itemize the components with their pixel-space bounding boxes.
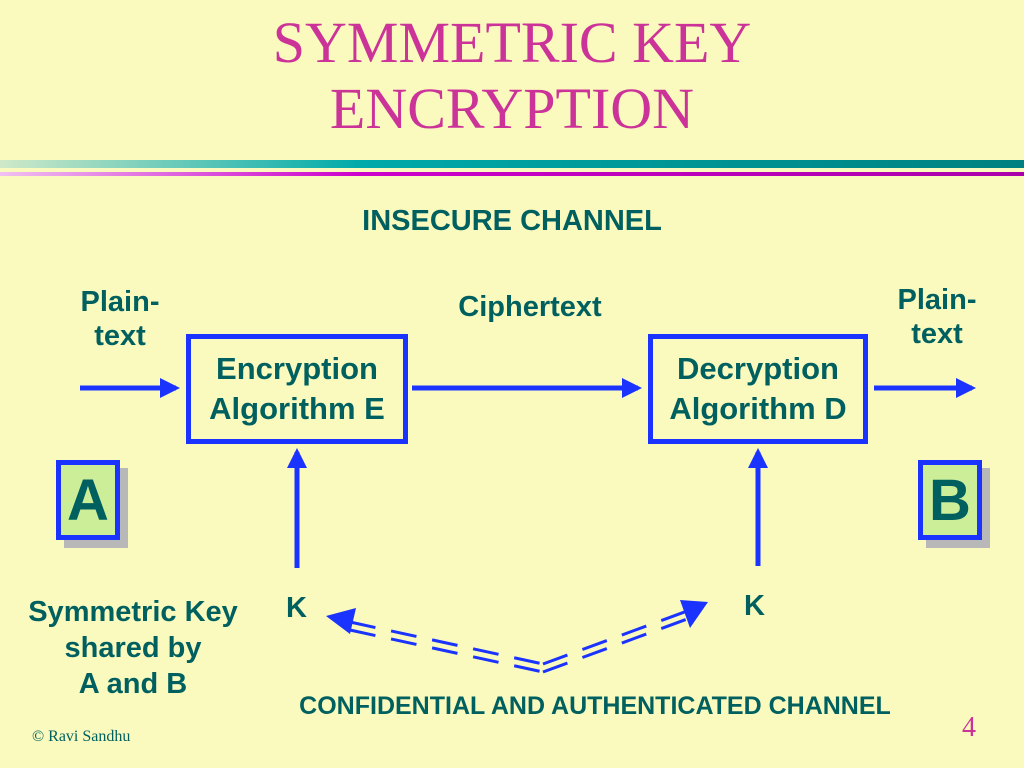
secure-channel-arrows (349, 608, 691, 674)
key-left-label: K (286, 592, 307, 624)
title-line-2: ENCRYPTION (329, 76, 695, 141)
shared-key-note-line-1: Symmetric Key (28, 596, 238, 628)
decryption-box-line-2: Algorithm D (669, 391, 847, 426)
encryption-box-line-2: Algorithm E (209, 391, 385, 426)
insecure-channel-label: INSECURE CHANNEL (362, 205, 662, 237)
slide-title: SYMMETRIC KEY ENCRYPTION (0, 10, 1024, 142)
shared-key-note-line-2: shared by (64, 632, 202, 664)
party-b-box: B (918, 460, 982, 540)
shared-key-note: Symmetric Key shared by A and B (0, 594, 266, 702)
party-a-box: A (56, 460, 120, 540)
shared-key-note-line-3: A and B (78, 668, 188, 700)
copyright-text: © Ravi Sandhu (32, 728, 131, 745)
page-number: 4 (962, 712, 976, 743)
secure-channel-right-arrowhead (680, 600, 708, 628)
secure-channel-right-line-a (542, 608, 691, 666)
encryption-algorithm-box: Encryption Algorithm E (186, 334, 408, 444)
plaintext-left-line-1: Plain- (80, 286, 160, 318)
plaintext-right-line-1: Plain- (897, 284, 977, 316)
secure-channel-label: CONFIDENTIAL AND AUTHENTICATED CHANNEL (299, 692, 891, 720)
encryption-box-line-1: Encryption (216, 351, 378, 386)
secure-channel-right-line-b (542, 616, 691, 674)
ciphertext-label: Ciphertext (458, 291, 602, 323)
plaintext-right-line-2: text (911, 318, 963, 350)
secure-channel-left-line-b (349, 628, 544, 674)
key-right-label: K (744, 590, 765, 622)
title-rule-magenta (0, 172, 1024, 176)
plaintext-left-label: Plain- text (40, 285, 200, 353)
plaintext-right-label: Plain- text (857, 283, 1017, 351)
title-rule-teal (0, 160, 1024, 168)
plaintext-left-line-2: text (94, 320, 146, 352)
secure-channel-left-arrowhead (326, 608, 356, 634)
secure-channel-left-line-a (349, 620, 544, 666)
title-line-1: SYMMETRIC KEY (272, 10, 752, 75)
decryption-algorithm-box: Decryption Algorithm D (648, 334, 868, 444)
decryption-box-line-1: Decryption (677, 351, 839, 386)
